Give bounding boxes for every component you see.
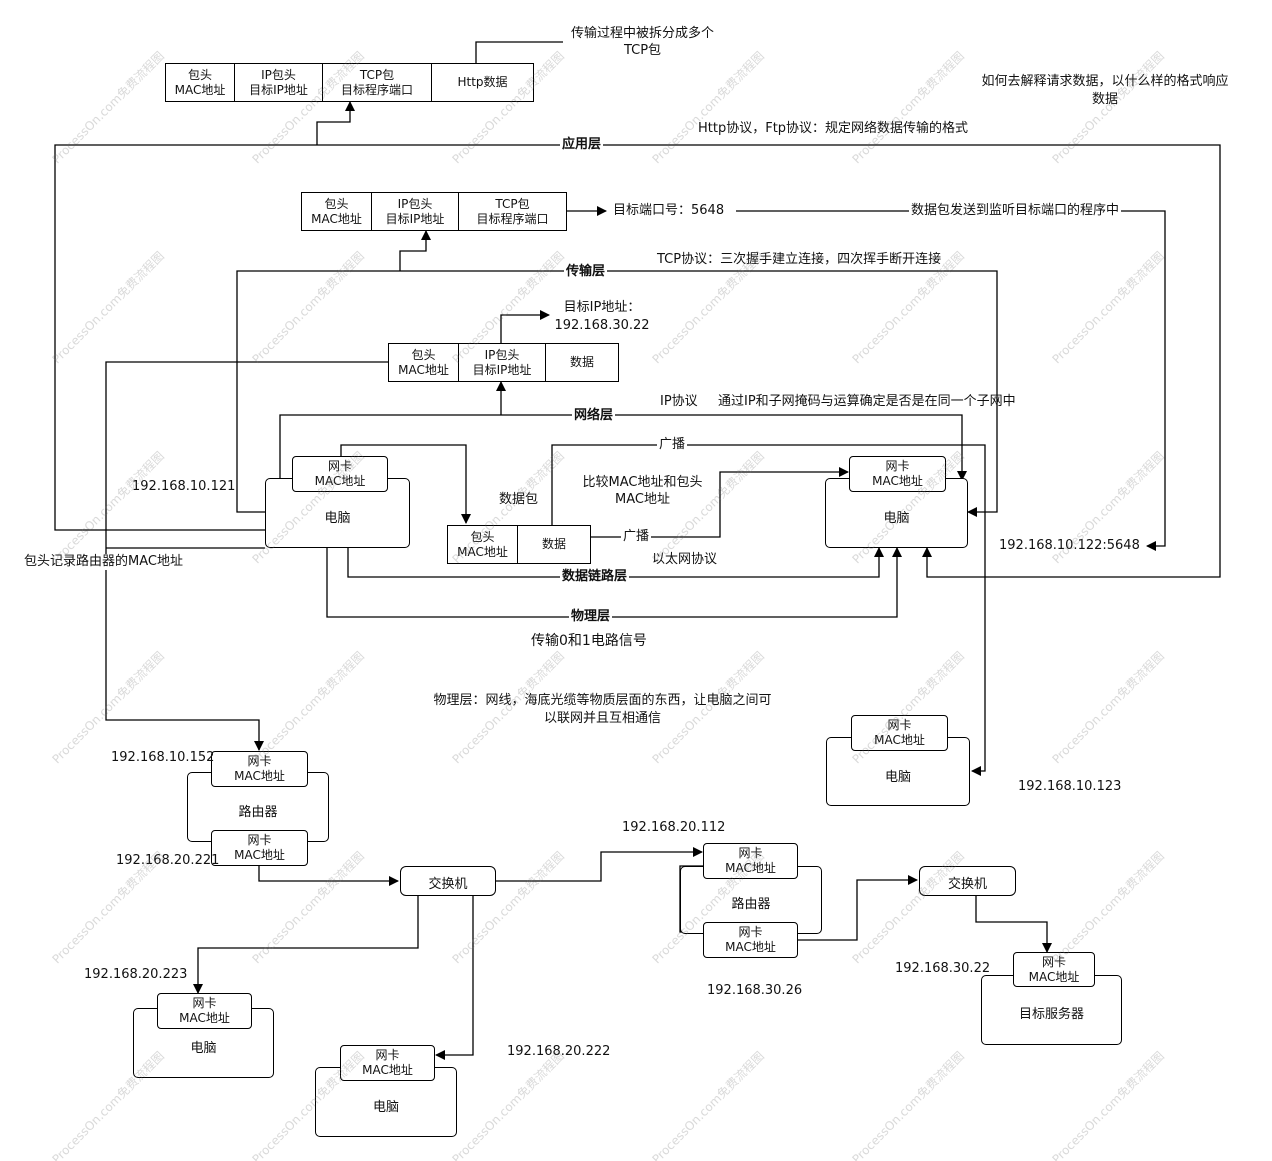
note-interpret: 如何去解释请求数据，以什么样的格式响应数据 (981, 74, 1229, 107)
layer-physical: 物理层 (569, 609, 613, 625)
switch1-to-pc222 (435, 896, 474, 1060)
note-target-ip: 目标IP地址：192.168.30.22 (554, 300, 650, 333)
note-port: 目标端口号：5648 (611, 203, 727, 219)
router1-to-switch1 (258, 866, 399, 886)
note-signal: 传输0和1电路信号 (531, 633, 647, 649)
network-layer-loop (279, 414, 967, 481)
packet-app-cell-3: Http数据 (431, 64, 533, 101)
pc-right-label: 电脑 (883, 511, 910, 526)
ip-router1-bottom: 192.168.20.221 (116, 853, 220, 868)
note-ethernet: 以太网协议 (652, 552, 718, 567)
target-server-label: 目标服务器 (1018, 1007, 1084, 1022)
ip-router2-top: 192.168.20.112 (622, 820, 726, 835)
broadcast-top (551, 444, 986, 776)
target-ip-arrow (500, 310, 550, 343)
layer-transport: 传输层 (564, 264, 608, 280)
switch1-to-router2 (470, 847, 703, 882)
packet-network-cell-2: 数据 (545, 344, 618, 381)
ip-pc-222: 192.168.20.222 (507, 1044, 611, 1059)
broadcast-mid (591, 467, 849, 538)
router-path (105, 361, 388, 751)
pc-223-label: 电脑 (190, 1041, 217, 1056)
packet-app-cell-2: TCP包目标程序端口 (322, 64, 431, 101)
app-up-arrow (316, 101, 355, 145)
layer-network: 网络层 (572, 408, 616, 424)
note-ip-protocol: IP协议 (660, 394, 698, 409)
pc-222-label: 电脑 (372, 1100, 399, 1115)
ip-router1-top: 192.168.10.152 (111, 750, 215, 765)
note-broadcast-top: 广播 (657, 437, 688, 453)
packet-transport-cell-2: TCP包目标程序端口 (458, 193, 566, 230)
pc-to-packet (340, 444, 471, 524)
switch1: 交换机 (400, 866, 496, 896)
ip-right-pc: 192.168.10.122:5648 (999, 538, 1140, 553)
note-tcp: TCP协议：三次握手建立连接，四次挥手断开连接 (657, 252, 942, 267)
note-packet: 数据包 (499, 492, 539, 507)
note-router-mac: 包头记录路由器的MAC地址 (22, 554, 185, 570)
note-http: Http协议，Ftp协议：规定网络数据传输的格式 (698, 121, 969, 136)
packet-network-cell-1: IP包头目标IP地址 (458, 344, 545, 381)
pc-123-label: 电脑 (884, 770, 911, 785)
switch2: 交换机 (919, 866, 1016, 896)
packet-app-cell-1: IP包头目标IP地址 (234, 64, 322, 101)
ip-pc-123: 192.168.10.123 (1018, 779, 1122, 794)
router2-to-switch2 (797, 875, 918, 941)
app-split-arrow (475, 41, 563, 63)
router1-label: 路由器 (238, 805, 278, 820)
ip-router2-bottom: 192.168.30.26 (707, 983, 803, 998)
transport-up-arrow (399, 230, 431, 271)
app-layer-loop (54, 144, 1221, 578)
switch2-label: 交换机 (947, 877, 987, 892)
transport-layer-loop (236, 270, 998, 517)
pc-left-label: 电脑 (324, 511, 351, 526)
packet-transport-cell-1: IP包头目标IP地址 (371, 193, 458, 230)
note-broadcast-mid: 广播 (621, 529, 652, 545)
layer-datalink: 数据链路层 (560, 569, 630, 585)
note-deliver: 数据包发送到监听目标端口的程序中 (909, 203, 1122, 219)
switch1-to-pc223 (193, 896, 419, 994)
ip-pc-223: 192.168.20.223 (84, 967, 188, 982)
layer-application: 应用层 (560, 137, 604, 153)
note-physical: 物理层：网线，海底光缆等物质层面的东西，让电脑之间可以联网并且互相通信 (433, 693, 772, 726)
ip-server: 192.168.30.22 (895, 961, 991, 976)
switch1-label: 交换机 (428, 877, 468, 892)
ip-left-pc: 192.168.10.121 (132, 479, 236, 494)
note-subnet: 通过IP和子网掩码与运算确定是否是在同一个子网中 (718, 394, 1016, 409)
switch2-to-server (975, 896, 1052, 953)
packet-datalink-cell-1: 数据 (517, 526, 590, 563)
router2-label: 路由器 (731, 897, 771, 912)
